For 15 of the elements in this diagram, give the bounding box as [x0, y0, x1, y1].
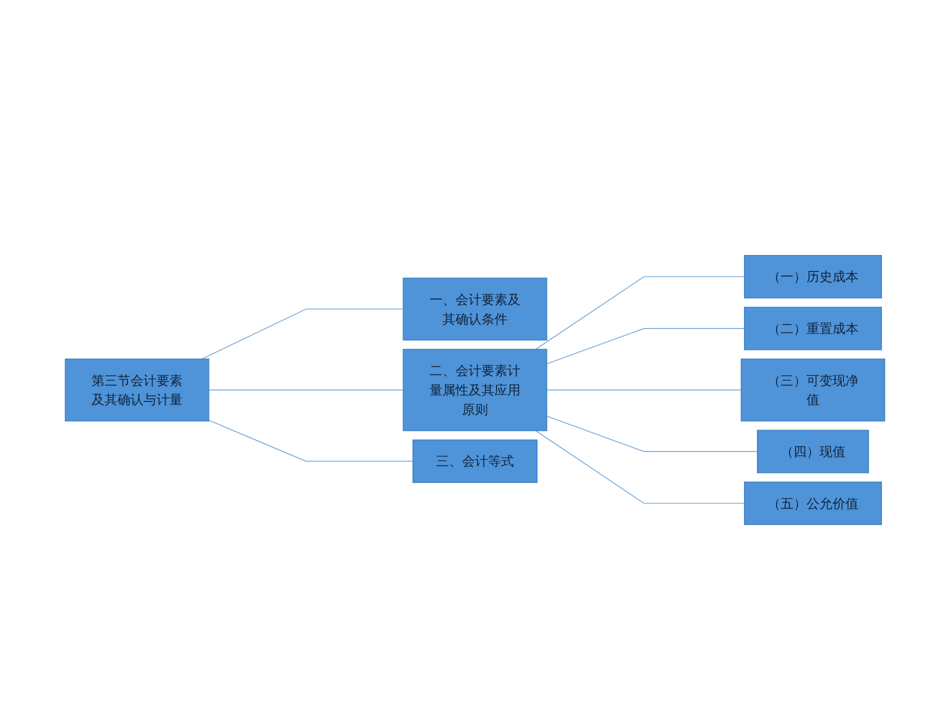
node-box: （五）公允价值: [744, 482, 882, 525]
node-box: 第三节会计要素及其确认与计量: [64, 358, 210, 422]
node-box: 一、会计要素及其确认条件: [402, 278, 548, 340]
node-box: （三）可变现净值: [740, 358, 886, 422]
connector: [535, 276, 745, 350]
node-box: （四）现值: [756, 430, 869, 474]
connector: [546, 328, 745, 364]
node-box: （一）历史成本: [744, 255, 882, 298]
connector: [201, 308, 404, 360]
node-box: 三、会计等式: [412, 440, 538, 483]
connector: [535, 430, 745, 504]
connector: [208, 420, 414, 462]
node-box: （二）重置成本: [744, 306, 882, 350]
connector: [546, 416, 758, 452]
node-box: 二、会计要素计量属性及其应用原则: [402, 348, 548, 432]
